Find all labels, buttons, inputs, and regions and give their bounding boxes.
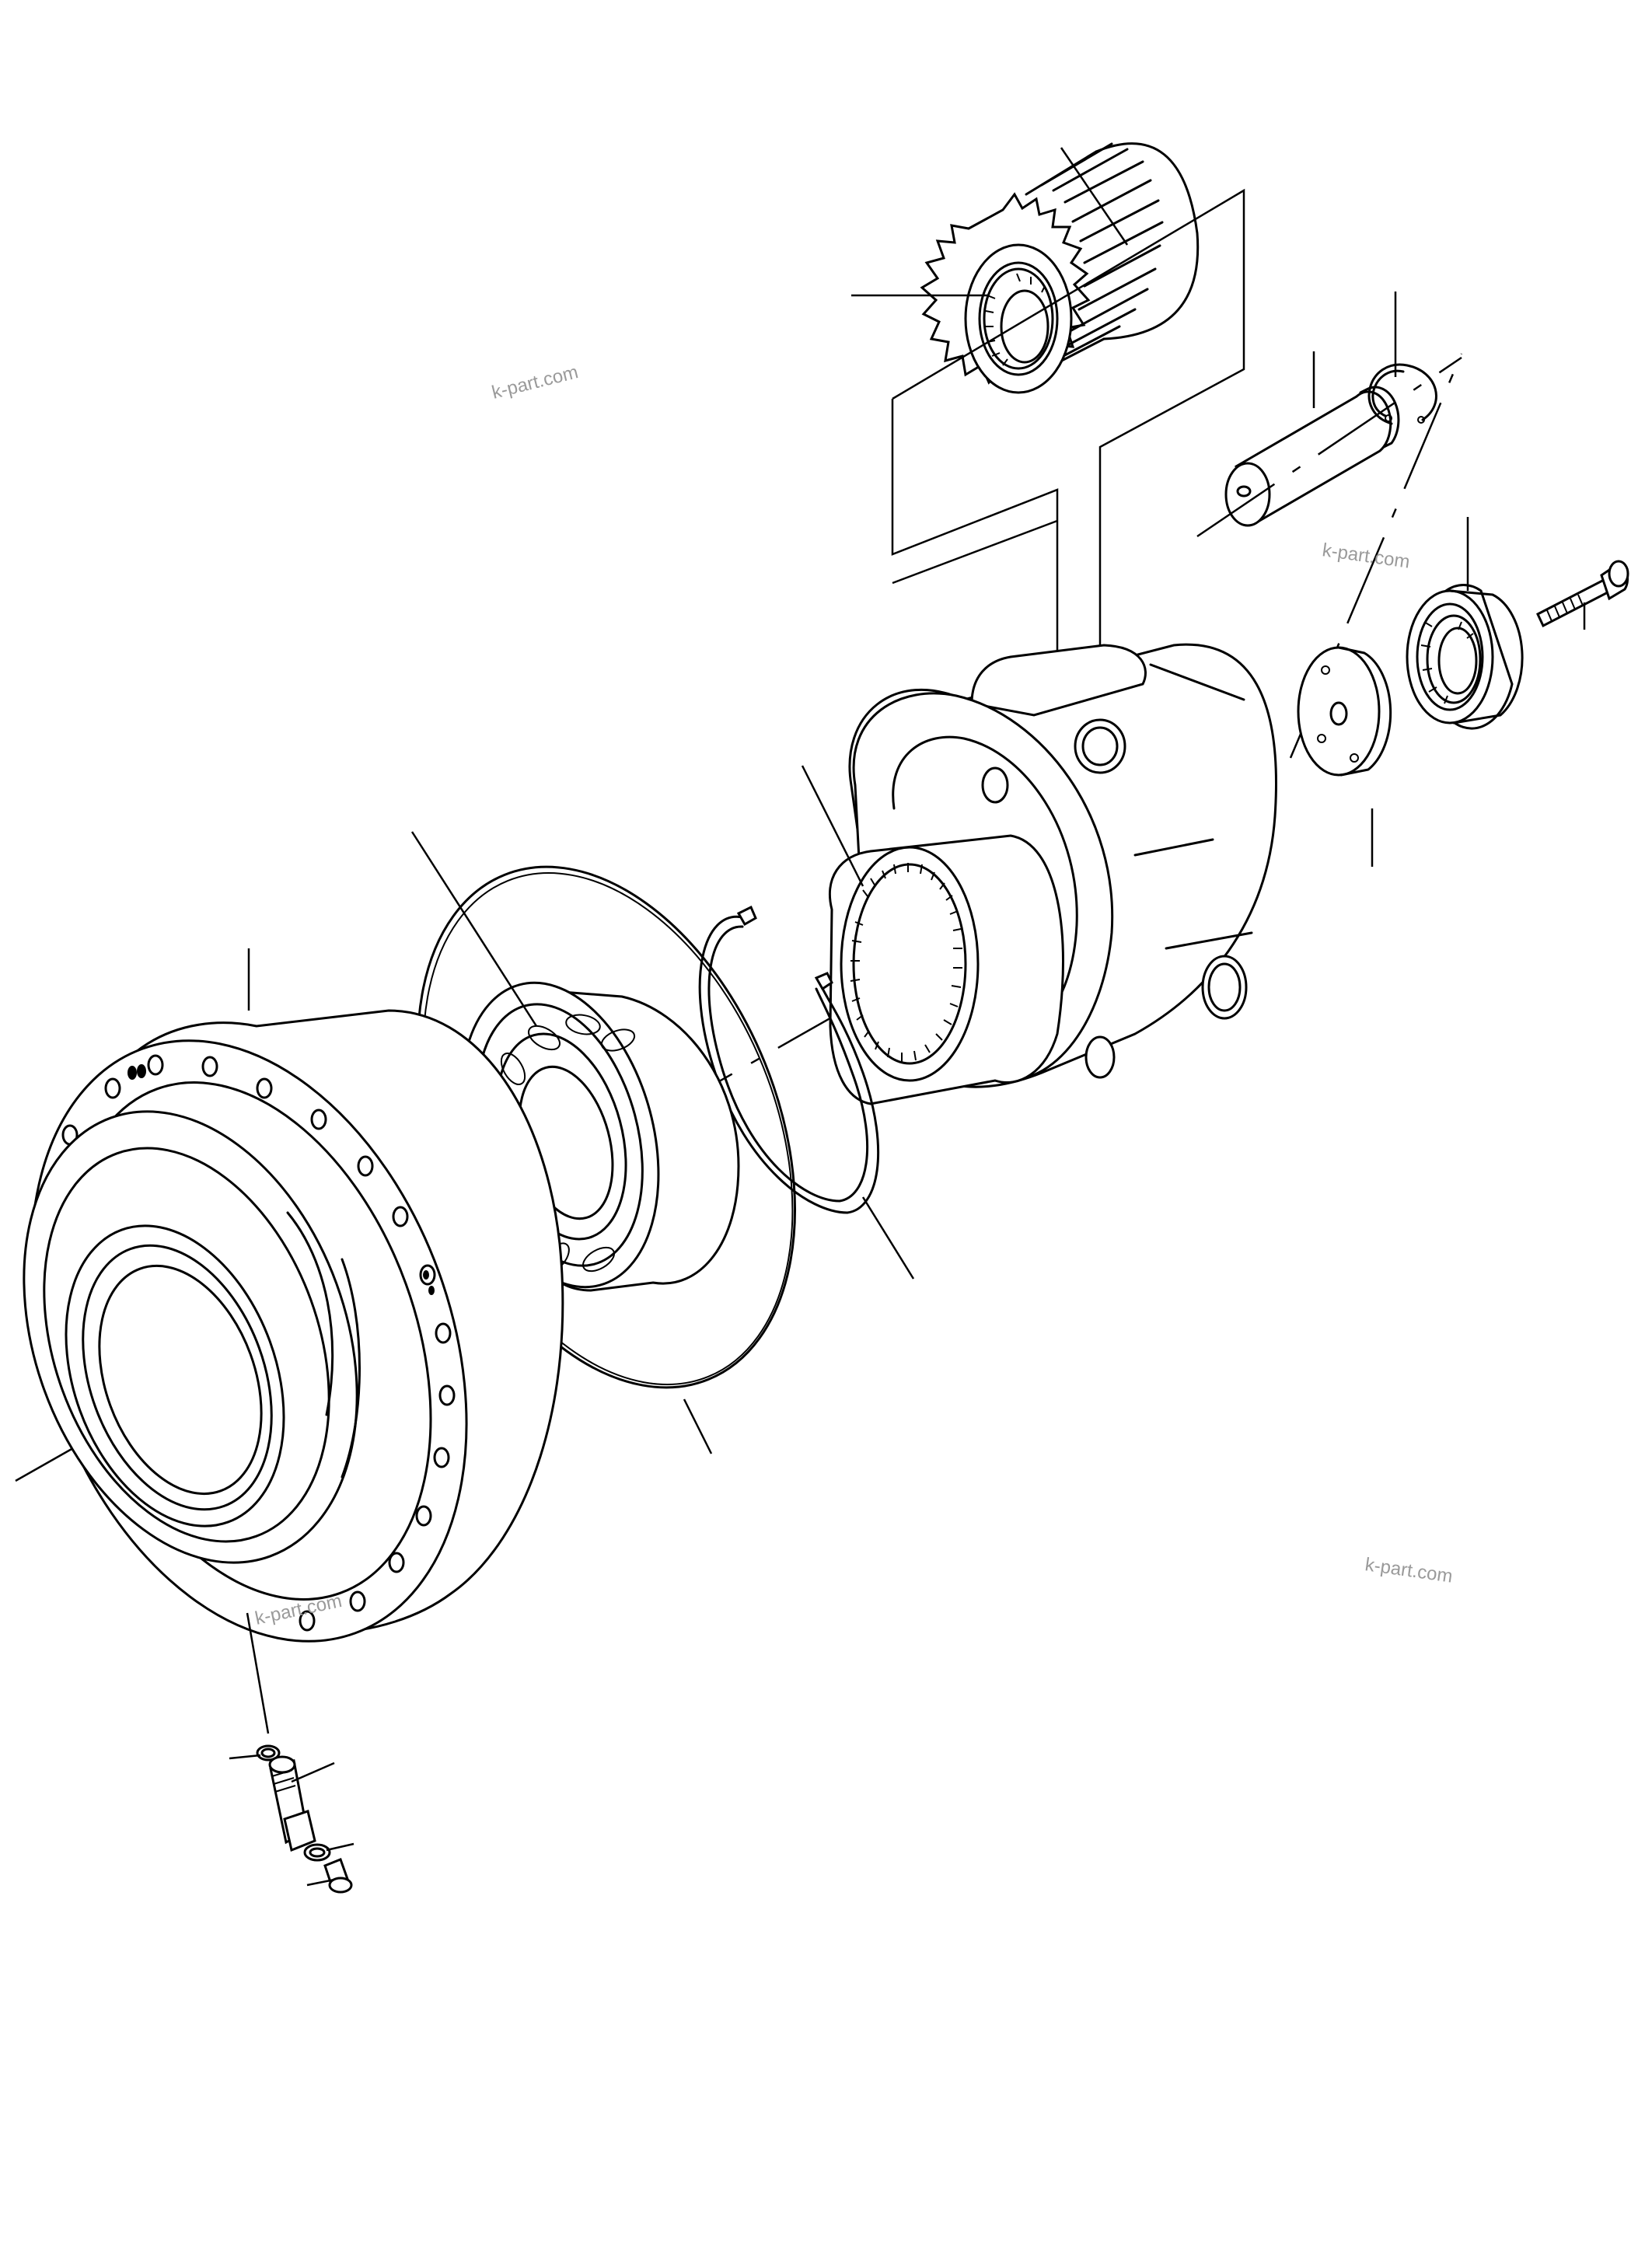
planet-gear	[920, 142, 1200, 394]
snap-ring-large	[698, 905, 915, 1280]
drain-plug	[306, 1858, 353, 1894]
o-ring	[229, 1744, 281, 1761]
snap-ring-small	[1367, 292, 1437, 425]
watermark-text: k-part.com	[1364, 1554, 1454, 1587]
planet-gear-leaders	[851, 147, 1245, 731]
thrust-washer	[1297, 646, 1392, 867]
o-ring-icon	[256, 1744, 281, 1761]
watermark-text: k-part.com	[1321, 539, 1411, 573]
washer-icon	[1297, 646, 1392, 777]
o-ring	[303, 1842, 354, 1862]
drain-assembly	[229, 1612, 354, 1894]
wheel-hub-housing	[23, 948, 564, 1643]
watermark-text: k-part.com	[490, 361, 581, 403]
ball-bearing-icon	[1406, 584, 1524, 730]
fitting-icon	[268, 1755, 316, 1852]
drain-fitting	[268, 1755, 335, 1852]
plug-icon	[323, 1858, 353, 1894]
bolt-holes	[46, 1054, 456, 1632]
housing-icon	[23, 1009, 564, 1643]
bolt-icon	[1536, 560, 1629, 628]
snap-ring-icon	[698, 905, 880, 1214]
spline-hub	[801, 765, 1064, 1105]
o-ring-icon	[303, 1843, 331, 1862]
ball-bearing	[1406, 517, 1524, 730]
spur-gear-icon	[920, 142, 1200, 394]
cap-bolt	[1536, 560, 1629, 630]
spline-icon	[828, 834, 1064, 1105]
